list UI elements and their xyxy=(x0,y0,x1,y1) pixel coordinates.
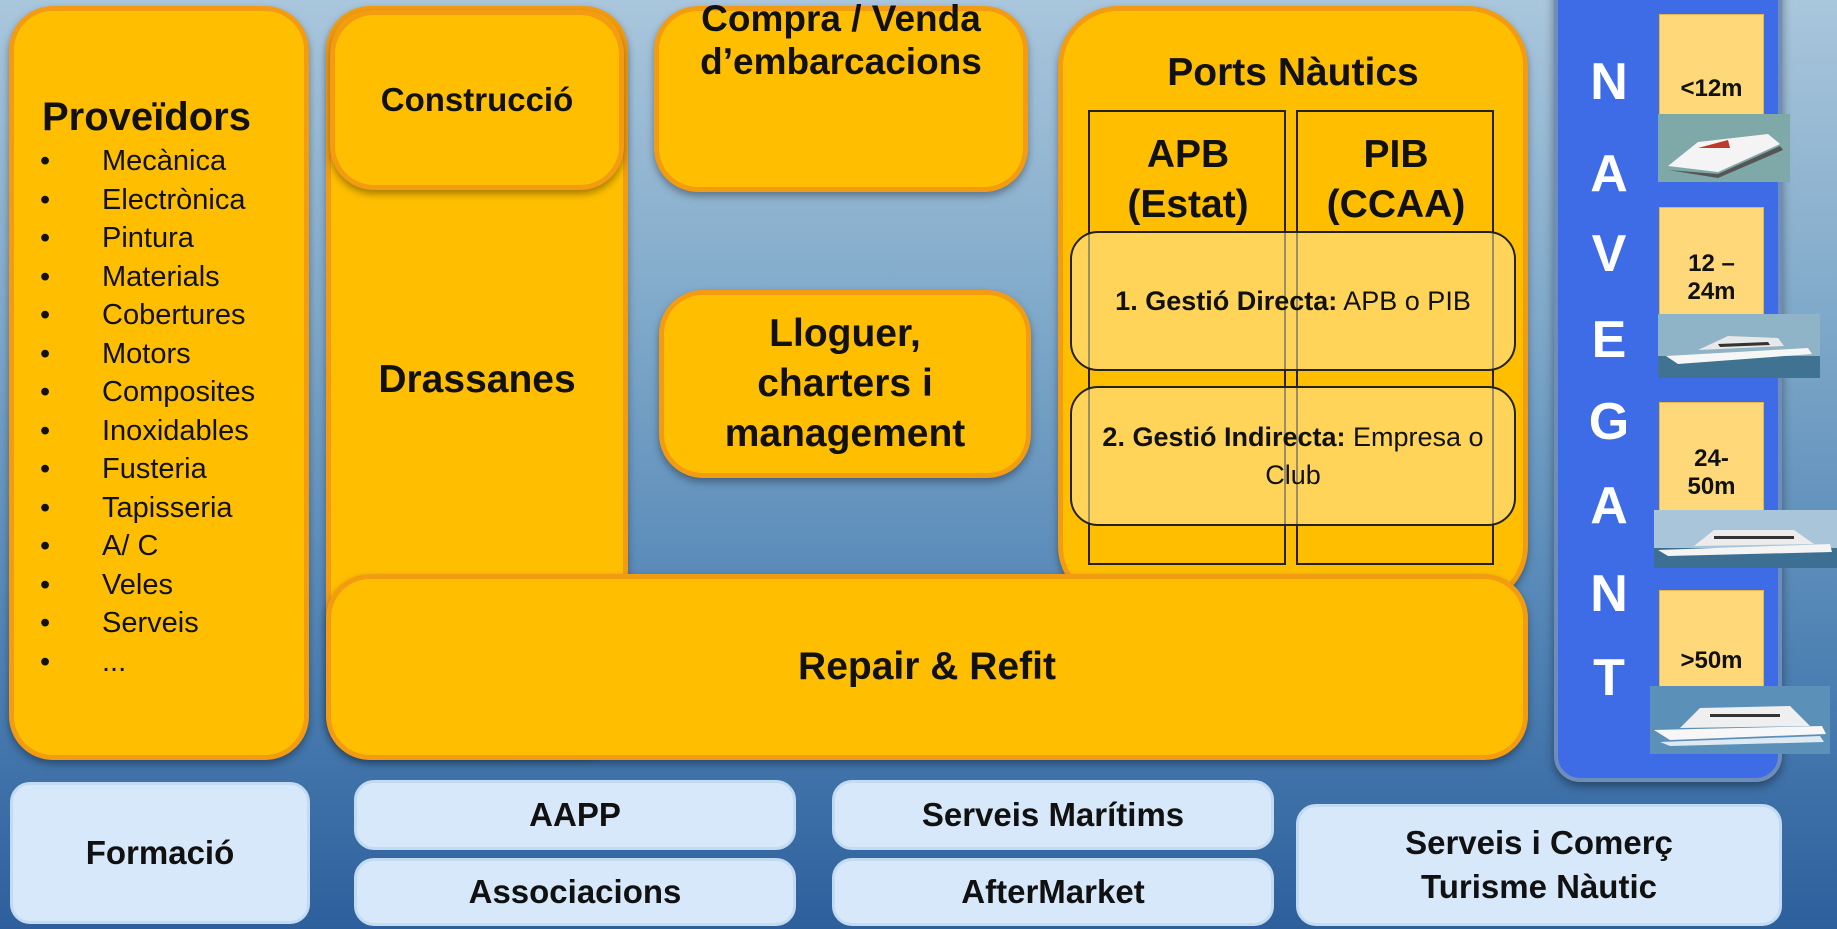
serveis-comerc-box: Serveis i Comerç Turisme Nàutic xyxy=(1296,804,1782,926)
size-over-50m: >50m xyxy=(1659,590,1764,690)
navegant-letter: A xyxy=(1590,145,1628,203)
large-yacht-image xyxy=(1654,510,1837,568)
ports-nautics-title: Ports Nàutics xyxy=(1167,51,1419,94)
associacions-box: Associacions xyxy=(354,858,796,926)
compra-venda-label: Compra / Venda d’embarcacions xyxy=(700,0,982,82)
lloguer-label: Lloguer, charters i management xyxy=(724,312,966,455)
construccio-box: Construcció xyxy=(330,10,624,190)
gestio-indirecta-detail: Empresa o Club xyxy=(1265,422,1484,490)
list-item: Serveis xyxy=(40,604,255,643)
navegant-letter: N xyxy=(1590,53,1628,111)
construccio-label: Construcció xyxy=(380,81,574,118)
list-item: Mecànica xyxy=(40,142,255,181)
size-label: <12m xyxy=(1680,75,1743,102)
navegant-letter: A xyxy=(1590,477,1628,535)
list-item: A/ C xyxy=(40,527,255,566)
gestio-directa-title: 1. Gestió Directa: xyxy=(1115,286,1338,316)
list-item: ... xyxy=(40,643,255,682)
turisme-nautic-label: Turisme Nàutic xyxy=(1421,868,1657,905)
serveis-maritims-box: Serveis Marítims xyxy=(832,780,1274,850)
proveidors-list: Mecànica Electrònica Pintura Materials C… xyxy=(40,142,255,681)
aftermarket-box: AfterMarket xyxy=(832,858,1274,926)
pib-label: PIB (CCAA) xyxy=(1326,133,1466,226)
navegant-letter: T xyxy=(1593,649,1625,707)
formacio-box: Formació xyxy=(10,782,310,924)
gestio-directa-detail: APB o PIB xyxy=(1337,286,1471,316)
apb-label: APB (Estat) xyxy=(1127,133,1249,226)
list-item: Cobertures xyxy=(40,296,255,335)
compra-venda-box: Compra / Venda d’embarcacions xyxy=(654,0,1028,192)
formacio-label: Formació xyxy=(85,834,235,871)
list-item: Veles xyxy=(40,566,255,605)
size-label: 12 – 24m xyxy=(1687,250,1736,305)
list-item: Fusteria xyxy=(40,450,255,489)
navegant-letter: G xyxy=(1588,393,1630,451)
list-item: Electrònica xyxy=(40,181,255,220)
gestio-indirecta-title: 2. Gestió Indirecta: xyxy=(1102,422,1346,452)
lloguer-box: Lloguer, charters i management xyxy=(659,290,1031,478)
gestio-indirecta-box: 2. Gestió Indirecta: Empresa o Club xyxy=(1070,386,1516,526)
list-item: Inoxidables xyxy=(40,412,255,451)
superyacht-image xyxy=(1650,686,1830,754)
repair-refit-box: Repair & Refit xyxy=(326,574,1528,760)
list-item: Motors xyxy=(40,335,255,374)
serveis-comerc-label: Serveis i Comerç xyxy=(1405,824,1673,861)
serveis-maritims-label: Serveis Marítims xyxy=(921,796,1185,833)
associacions-label: Associacions xyxy=(468,873,682,910)
size-label: 24- 50m xyxy=(1687,445,1736,500)
gestio-directa-text: 1. Gestió Directa: APB o PIB xyxy=(1115,282,1471,320)
motor-yacht-image xyxy=(1658,314,1820,378)
proveidors-title: Proveïdors xyxy=(42,95,251,139)
aapp-label: AAPP xyxy=(529,796,621,833)
list-item: Pintura xyxy=(40,219,255,258)
size-24-50m: 24- 50m xyxy=(1659,402,1764,522)
aapp-box: AAPP xyxy=(354,780,796,850)
navegant-letter: N xyxy=(1590,565,1628,623)
drassanes-label: Drassanes xyxy=(378,358,576,401)
size-12-24m: 12 – 24m xyxy=(1659,207,1764,327)
list-item: Materials xyxy=(40,258,255,297)
size-label: >50m xyxy=(1680,647,1743,674)
list-item: Tapisseria xyxy=(40,489,255,528)
list-item: Composites xyxy=(40,373,255,412)
gestio-indirecta-text: 2. Gestió Indirecta: Empresa o Club xyxy=(1093,418,1493,494)
gestio-directa-box: 1. Gestió Directa: APB o PIB xyxy=(1070,231,1516,371)
speedboat-image xyxy=(1658,114,1790,182)
navegant-letter: V xyxy=(1591,225,1627,283)
repair-refit-label: Repair & Refit xyxy=(798,645,1056,688)
aftermarket-label: AfterMarket xyxy=(961,873,1145,910)
navegant-letter: E xyxy=(1591,311,1627,369)
